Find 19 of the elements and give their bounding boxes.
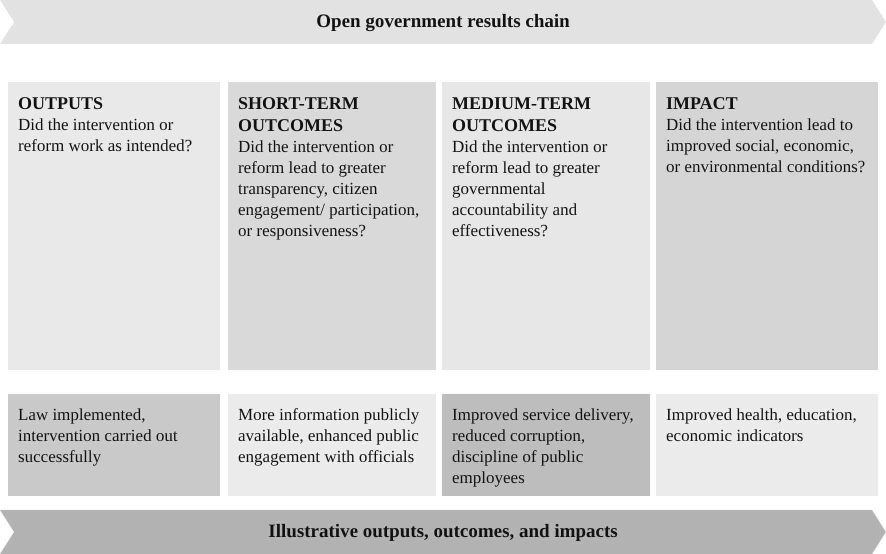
column-heading: OUTPUTS	[18, 92, 104, 114]
table-cell	[442, 394, 650, 496]
column-heading: IMPACT	[666, 92, 739, 114]
cell-text: More information publicly available, enhanced public engagement with officials	[238, 404, 420, 467]
cell-text: Did the intervention or reform work as intended?	[18, 114, 194, 156]
banner-title: Illustrative outputs, outcomes, and impacts	[268, 521, 618, 543]
cell-text: Did the intervention or reform lead to greater transparency, citizen engagement/ participation, or responsiveness?	[238, 136, 420, 241]
cell-text: Improved service delivery, reduced corruption, discipline of public employees	[452, 404, 635, 488]
column-heading: MEDIUM-TERM OUTCOMES	[452, 92, 592, 136]
table-cell	[228, 82, 436, 370]
cell-text: Improved health, education, economic indicators	[666, 404, 858, 446]
cell-text: Did the intervention lead to improved social, economic, or environmental conditions?	[666, 114, 866, 177]
table-cell	[656, 82, 878, 370]
table-cell	[442, 82, 650, 370]
column-heading: SHORT-TERM OUTCOMES	[238, 92, 360, 136]
banner-title: Open government results chain	[316, 11, 570, 33]
cell-text: Did the intervention or reform lead to greater governmental accountability and effectiveness?	[452, 136, 608, 241]
table-cell	[8, 394, 220, 496]
cell-text: Law implemented, intervention carried out successfully	[18, 404, 179, 467]
